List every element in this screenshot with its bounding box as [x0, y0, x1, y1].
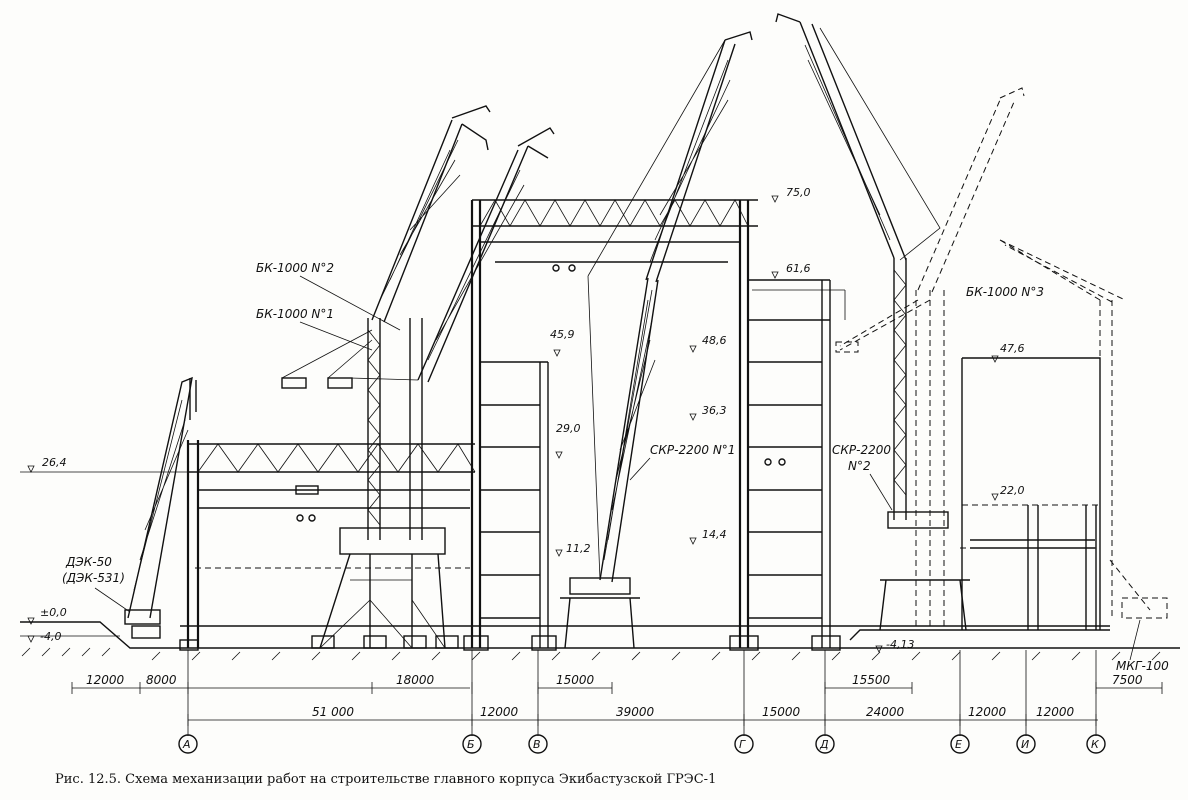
crane-dek-50 [124, 376, 197, 639]
label-skr-2200-no2-line2: N°2 [848, 459, 871, 473]
crane-mkg-100 [999, 239, 1168, 620]
elev-48-6: 48,6 [702, 334, 727, 347]
axis-label-g: Г [739, 738, 746, 751]
dim-39000: 39000 [616, 705, 655, 719]
elev-61-6: 61,6 [786, 262, 811, 275]
axis-label-b: Б [467, 738, 475, 751]
gantry-left-low [186, 440, 476, 648]
dim-12000-b: 12000 [480, 705, 519, 719]
axis-circle-g [734, 734, 754, 754]
dim-7500: 7500 [1112, 673, 1143, 687]
axis-label-i: И [1021, 738, 1029, 751]
label-dek-531: (ДЭК-531) [62, 571, 125, 585]
axis-circle-e [950, 734, 970, 754]
elev-47-6: 47,6 [1000, 342, 1025, 355]
crane-bk-1000-no2 [281, 105, 491, 540]
dim-12000-left: 12000 [86, 673, 125, 687]
axis-circle-k [1086, 734, 1106, 754]
elev-45-9: 45,9 [550, 328, 575, 341]
dim-12000-c: 12000 [968, 705, 1007, 719]
axis-circle-v [528, 734, 548, 754]
ground-line [20, 621, 1180, 661]
axis-label-k: К [1091, 738, 1100, 751]
portal-bk-1000 [311, 527, 459, 649]
label-bk-1000-no1: БК-1000 N°1 [256, 307, 334, 321]
right-building [961, 357, 1101, 630]
label-skr-2200-no2-line1: СКР-2200 [832, 443, 891, 457]
dim-15000-a: 15000 [556, 673, 595, 687]
main-building-frame [179, 199, 846, 651]
elev-75-0: 75,0 [786, 186, 811, 199]
crane-skr-2200-no2 [775, 13, 970, 631]
elev-0-0: ±0,0 [40, 606, 67, 619]
dim-15000-b: 15000 [762, 705, 801, 719]
elev-22-0: 22,0 [1000, 484, 1025, 497]
dim-8000: 8000 [146, 673, 177, 687]
crane-bk-1000-no1 [349, 127, 555, 540]
axis-label-v: В [533, 738, 541, 751]
label-skr-2200-no1: СКР-2200 N°1 [650, 443, 735, 457]
dim-15500: 15500 [852, 673, 891, 687]
axis-label-a: А [182, 738, 191, 751]
elevation-markers: 75,0 61,6 45,9 48,6 47,6 36,3 29,0 26,4 … [27, 186, 1025, 653]
dim-51000: 51 000 [312, 705, 354, 719]
elev-14-4: 14,4 [702, 528, 727, 541]
elev-26-4: 26,4 [42, 456, 67, 469]
elev-36-3: 36,3 [702, 404, 727, 417]
axis-circle-b [462, 734, 482, 754]
elev-minus-4-13: -4,13 [886, 638, 914, 651]
crane-bk-1000-no3 [835, 87, 1025, 630]
figure-caption: Рис. 12.5. Схема механизации работ на ст… [55, 772, 717, 787]
label-bk-1000-no2: БК-1000 N°2 [256, 261, 334, 275]
label-bk-1000-no3: БК-1000 N°3 [966, 285, 1044, 299]
axis-label-d: Д [819, 738, 829, 751]
dim-24000: 24000 [866, 705, 905, 719]
crane-skr-2200-no1 [560, 31, 753, 649]
axis-circle-a [178, 734, 198, 754]
elev-11-2: 11,2 [566, 542, 591, 555]
axis-circle-i [1016, 734, 1036, 754]
crane-labels: ДЭК-50 (ДЭК-531) БК-1000 N°2 БК-1000 N°1… [62, 261, 1169, 673]
elev-minus-4-0: -4,0 [40, 630, 61, 643]
axis-circle-d [815, 734, 835, 754]
elev-29-0: 29,0 [556, 422, 581, 435]
axis-label-e: Е [955, 738, 962, 751]
dim-18000: 18000 [396, 673, 435, 687]
label-mkg-100: МКГ-100 [1116, 659, 1169, 673]
dim-12000-d: 12000 [1036, 705, 1075, 719]
axis-markers: А Б В Г Д Е И К [178, 650, 1106, 754]
dimension-lines: 12000 8000 18000 15000 15500 7500 51 000… [71, 673, 1163, 726]
label-dek-50: ДЭК-50 [65, 555, 112, 569]
